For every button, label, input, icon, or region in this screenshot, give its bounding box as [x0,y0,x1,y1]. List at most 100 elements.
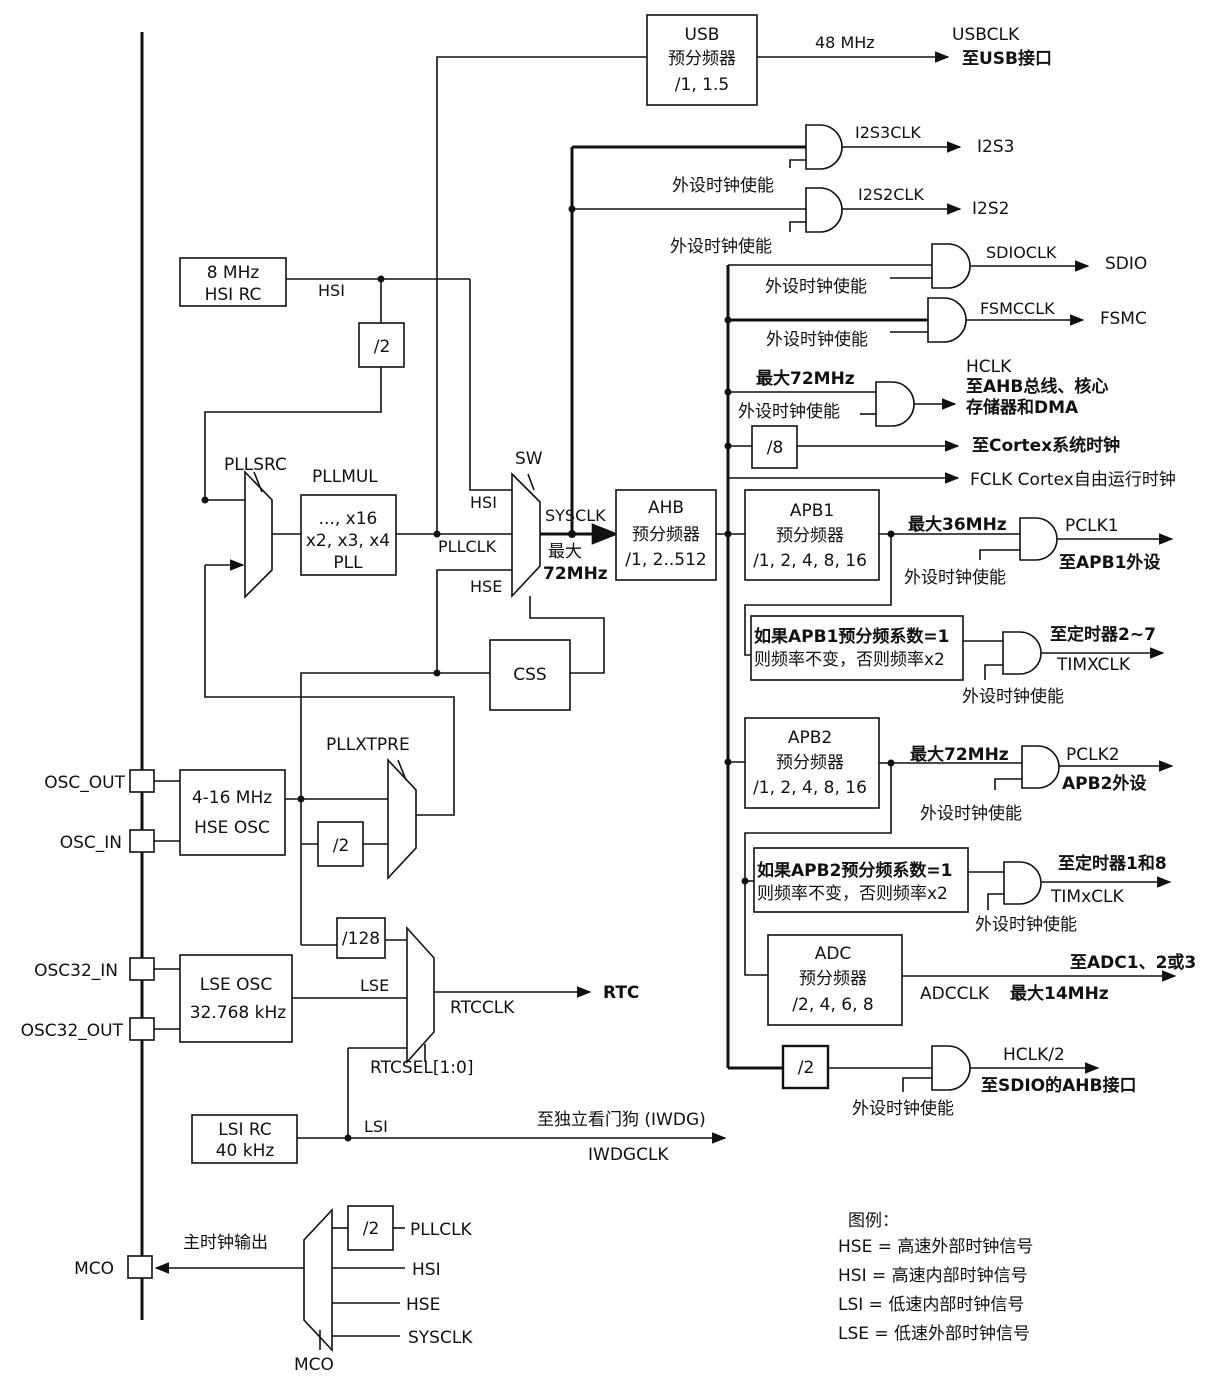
hclk2-and-gate [931,1045,971,1091]
pllmul-line1: ..., x16 [319,509,378,529]
pin-osc-in-label: OSC_IN [60,833,122,853]
pclk1-enable-label: 外设时钟使能 [904,567,1006,588]
legend: 图例： HSE = 高速外部时钟信号 HSI = 高速内部时钟信号 LSI = … [838,1211,1033,1344]
mco-mux-label: MCO [294,1355,334,1375]
pclk2-to-label: APB2外设 [1062,773,1146,794]
tim18-cond-line2: 则频率不变，否则频率x2 [757,884,948,904]
tim18-cond-block: 如果APB2预分频系数=1 则频率不变，否则频率x2 [753,847,969,913]
pllsrc-label: PLLSRC [224,455,287,475]
pllmul-line3: PLL [333,553,363,573]
pclk1-max-label: 最大36MHz [908,514,1007,535]
hclk2-enable-label: 外设时钟使能 [852,1098,954,1119]
apb2-name: APB2 [788,728,832,748]
pllxtpre-label: PLLXTPRE [326,735,410,755]
apb1-prescaler-block: APB1 预分频器 /1, 2, 4, 8, 16 [744,489,880,581]
hclk-to1-label: 至AHB总线、核心 [966,376,1108,397]
tim27-and-gate [1002,631,1042,675]
hse-osc-block: 4-16 MHz HSE OSC [179,769,286,856]
pin-osc-out-label: OSC_OUT [44,773,125,793]
lsi-rc-block: LSI RC 40 kHz [191,1114,298,1164]
fsmcclk-label: FSMCCLK [980,299,1055,318]
adc-prescaler-block: ADC 预分频器 /2, 4, 6, 8 [767,934,903,1026]
i2s2clk-label: I2S2CLK [858,185,924,204]
legend-item: HSI = 高速内部时钟信号 [838,1266,1028,1286]
tim18-and-gate [1003,861,1042,905]
tim18-enable-label: 外设时钟使能 [975,914,1077,935]
hsi-rc-block: 8 MHz HSI RC [179,257,287,307]
tim27-cond-line2: 则频率不变，否则频率x2 [754,650,945,670]
ahb-prescaler-block: AHB 预分频器 /1, 2..512 [615,489,717,581]
i2s3-label: I2S3 [977,137,1014,157]
i2s3-enable-label: 外设时钟使能 [672,175,774,196]
tim27-cond-block: 如果APB1预分频系数=1 则频率不变，否则频率x2 [750,615,964,681]
apb2-ratio: /1, 2, 4, 8, 16 [753,778,867,798]
apb1-ratio: /1, 2, 4, 8, 16 [753,551,867,571]
fsmc-and-gate [927,297,967,343]
pin-osc32-in: OSC32_IN [34,957,155,981]
sdio-enable-label: 外设时钟使能 [765,276,867,297]
pllxtpre-mux: PLLXTPRE [326,735,417,881]
hse-osc-line2: HSE OSC [194,818,270,838]
mco-hse-label: HSE [406,1295,440,1315]
hsi-div2-block: /2 [358,322,405,368]
mco-div2-block: /2 [347,1205,394,1251]
pin-osc-in: OSC_IN [60,829,155,853]
pin-osc32-in-label: OSC32_IN [34,961,118,981]
sdioclk-label: SDIOCLK [986,243,1057,262]
iwdg-to-label: 至独立看门狗 (IWDG) [537,1110,706,1130]
mco-pllclk-label: PLLCLK [410,1220,473,1240]
hsi-label: HSI [318,281,345,300]
hsi-rc-line2: HSI RC [205,285,262,305]
hse-div2-label: /2 [333,836,350,856]
sw-hse-label: HSE [470,577,502,596]
sysclk-max-label: 最大 [548,542,582,562]
i2s2-label: I2S2 [972,199,1009,219]
pllmul-line2: x2, x3, x4 [306,531,390,551]
sysclk-72mhz-label: 72MHz [543,564,608,584]
ahb-sub: 预分频器 [632,525,700,545]
i2s3-and-gate [805,124,843,170]
rtcclk-label: RTCCLK [450,998,515,1018]
sdio-label: SDIO [1105,254,1147,274]
div8-label: /8 [767,438,784,458]
hclk-to2-label: 存储器和DMA [966,397,1079,418]
css-block: CSS [489,639,571,711]
sdio-ahb-label: 至SDIO的AHB接口 [981,1075,1136,1096]
rtcsel-label: RTCSEL[1:0] [370,1058,473,1078]
pin-osc32-out-label: OSC32_OUT [21,1021,124,1041]
i2s2-enable-label: 外设时钟使能 [670,236,772,257]
hsi-rc-line1: 8 MHz [207,263,260,283]
hsi-div2-label: /2 [374,337,391,357]
sysclk-label: SYSCLK [545,506,606,525]
adc-name: ADC [815,944,852,964]
pin-mco-label: MCO [74,1259,114,1279]
apb1-name: APB1 [790,501,834,521]
pclk1-to-label: 至APB1外设 [1059,552,1160,573]
mco-out-label: 主时钟输出 [183,1233,268,1253]
adcclk-label: ADCCLK [920,984,990,1004]
pin-mco: MCO [74,1255,153,1279]
div128-block: /128 [336,917,386,959]
cortex-sys-label: 至Cortex系统时钟 [972,435,1120,456]
hclk2-label: HCLK/2 [1003,1045,1065,1065]
tim27-enable-label: 外设时钟使能 [962,686,1064,707]
hclk-and-gate [875,381,915,427]
pclk2-label: PCLK2 [1066,745,1120,765]
rtcsel-mux: RTCSEL[1:0] [370,925,473,1078]
pclk2-and-gate [1021,745,1060,789]
css-label: CSS [513,665,546,685]
hse-div2-block: /2 [317,821,364,867]
lse-osc-block: LSE OSC 32.768 kHz [179,954,293,1043]
i2s3clk-label: I2S3CLK [855,123,921,142]
adc-ratio: /2, 4, 6, 8 [792,995,873,1015]
div128-label: /128 [342,929,380,949]
apb2-prescaler-block: APB2 预分频器 /1, 2, 4, 8, 16 [744,717,880,809]
adc-to-label: 至ADC1、2或3 [1070,952,1196,973]
tim18-to-label: 至定时器1和8 [1058,853,1167,874]
hse-osc-line1: 4-16 MHz [192,788,272,808]
ahb-ratio: /1, 2..512 [625,550,706,570]
hclk-enable-label: 外设时钟使能 [738,401,840,422]
adc-max-label: 最大14MHz [1010,983,1109,1004]
pclk2-enable-label: 外设时钟使能 [920,803,1022,824]
mco-sysclk-label: SYSCLK [408,1328,473,1348]
